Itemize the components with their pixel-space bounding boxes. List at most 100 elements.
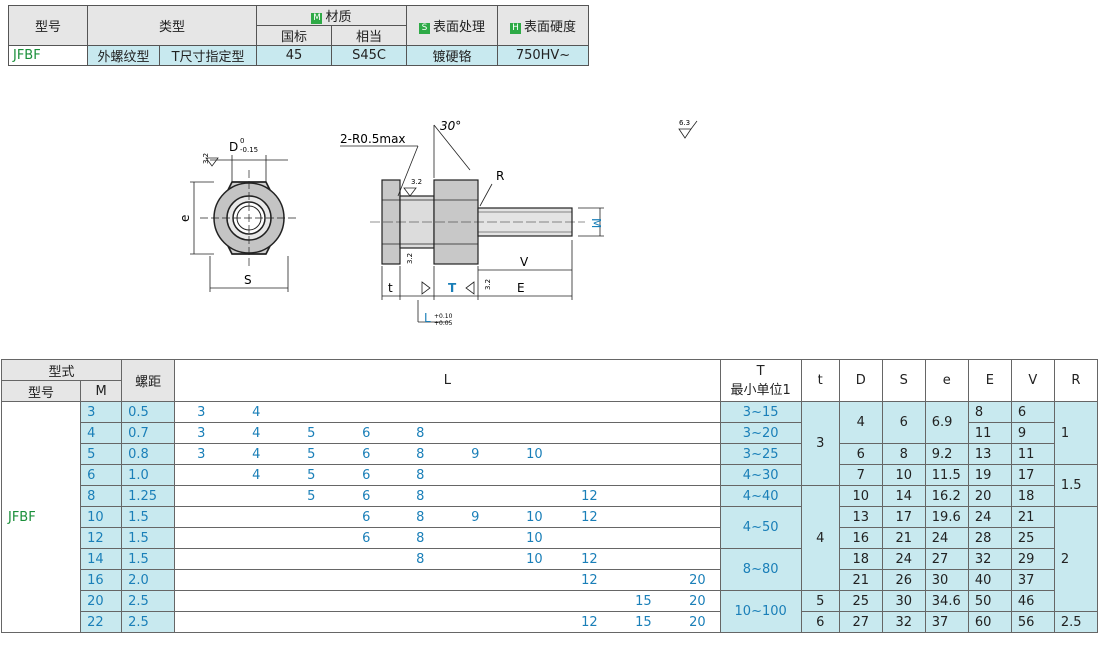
cell-V: 21: [1010, 506, 1055, 528]
cell-V: 29: [1010, 548, 1055, 570]
l-value: 6: [362, 447, 371, 462]
dim-e2: E: [517, 281, 525, 295]
cell-e: 9.2: [924, 443, 969, 465]
cell-E: 28: [967, 527, 1012, 549]
dim-big-t: T: [448, 281, 457, 295]
cell-D: 18: [838, 548, 883, 570]
cell-pitch: 1.0: [121, 464, 176, 486]
cell-S: 32: [881, 611, 926, 633]
dim-s: S: [244, 273, 252, 287]
cell-e: 30: [924, 569, 969, 591]
l-value: 20: [689, 573, 706, 588]
cell-E: 40: [967, 569, 1012, 591]
cell-D: 13: [838, 506, 883, 528]
cell-m: 3: [80, 401, 123, 423]
cell-R: 2: [1053, 506, 1099, 612]
l-value: 3: [197, 426, 206, 441]
cell-pitch: 2.0: [121, 569, 176, 591]
cell-R: 1.5: [1053, 464, 1099, 507]
cell-t: 6: [800, 611, 840, 633]
header-m: M: [80, 380, 123, 402]
l-value: 4: [252, 468, 261, 483]
l-value: 4: [252, 426, 261, 441]
svg-text:+0.10: +0.10: [434, 313, 453, 320]
material-badge-icon: M: [311, 13, 323, 24]
spec-type1: 外螺纹型: [86, 45, 161, 66]
cell-t: 5: [800, 590, 840, 612]
cell-S: 6: [881, 401, 926, 444]
technical-drawing: D 0 -0.15 3.2 e S 2-R0.5max 30° 3.2: [178, 119, 698, 327]
header-pitch: 螺距: [121, 359, 176, 402]
hardness-badge-icon: H: [509, 23, 521, 34]
cell-pitch: 1.5: [121, 506, 176, 528]
cell-V: 6: [1010, 401, 1055, 423]
cell-m: 16: [80, 569, 123, 591]
cell-V: 9: [1010, 422, 1055, 444]
cell-m: 22: [80, 611, 123, 633]
cell-pitch: 1.5: [121, 527, 176, 549]
cell-R: 1: [1053, 401, 1099, 465]
cell-V: 11: [1010, 443, 1055, 465]
header-model: 型式: [0, 359, 123, 381]
l-value: 12: [581, 489, 598, 504]
l-value: 6: [362, 489, 371, 504]
l-value: 6: [362, 531, 371, 546]
spec-type2: T尺寸指定型: [159, 45, 257, 66]
spec-code: JFBF: [8, 45, 88, 66]
l-value: 15: [635, 594, 652, 609]
l-value: 8: [416, 447, 425, 462]
cell-V: 17: [1010, 464, 1055, 486]
cell-D: 4: [838, 401, 883, 444]
dim-e: e: [178, 215, 192, 222]
l-value: 8: [416, 531, 425, 546]
header-l: L: [174, 359, 721, 402]
l-value: 5: [307, 489, 316, 504]
l-value: 20: [689, 594, 706, 609]
svg-text:3.2: 3.2: [484, 279, 492, 290]
cell-D: 6: [838, 443, 883, 465]
dim-m: M: [589, 218, 603, 228]
svg-text:3.2: 3.2: [406, 253, 414, 264]
l-value: 12: [581, 615, 598, 630]
cell-T: 10~100: [719, 590, 802, 633]
cell-e: 34.6: [924, 590, 969, 612]
row-code: JFBF: [0, 401, 82, 633]
header-E: E: [967, 359, 1012, 402]
cell-S: 14: [881, 485, 926, 507]
spec-header-equiv: 相当: [331, 25, 407, 46]
cell-T: 4~30: [719, 464, 802, 486]
cell-E: 24: [967, 506, 1012, 528]
side-view: [370, 179, 585, 265]
l-value: 4: [252, 447, 261, 462]
l-value: 3: [197, 447, 206, 462]
dim-l: L: [424, 311, 431, 325]
l-value: 15: [635, 615, 652, 630]
cell-e: 24: [924, 527, 969, 549]
cell-m: 5: [80, 443, 123, 465]
l-value: 5: [307, 426, 316, 441]
cell-T: 3~25: [719, 443, 802, 465]
l-value: 5: [307, 468, 316, 483]
cell-e: 11.5: [924, 464, 969, 486]
dim-t: t: [388, 281, 393, 295]
header-r: R: [1053, 359, 1099, 402]
cell-E: 13: [967, 443, 1012, 465]
cell-pitch: 0.8: [121, 443, 176, 465]
front-view: [200, 170, 298, 266]
cell-V: 56: [1010, 611, 1055, 633]
cell-S: 8: [881, 443, 926, 465]
